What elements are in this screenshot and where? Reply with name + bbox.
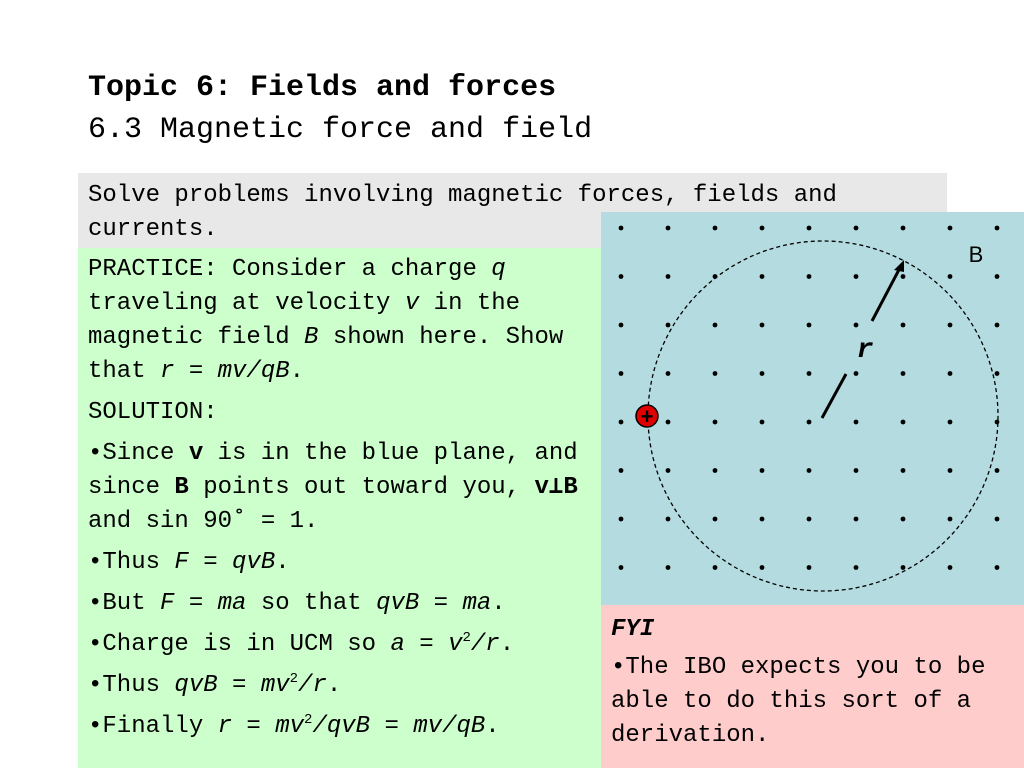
field-dot	[712, 565, 718, 570]
field-dot	[712, 225, 718, 231]
field-dot	[759, 322, 765, 328]
field-dot	[994, 274, 1000, 279]
field-dot	[900, 371, 906, 376]
practice-panel: PRACTICE: Consider a charge q traveling …	[78, 248, 601, 768]
solution-step-3: •But F = ma so that qvB = ma.	[88, 590, 506, 617]
charge-icon	[635, 404, 659, 428]
field-dot	[900, 419, 906, 425]
field-dot	[853, 419, 859, 425]
radius-line-upper	[870, 263, 904, 322]
field-dot	[665, 419, 671, 425]
field-dot	[665, 565, 671, 570]
field-dot	[665, 322, 671, 328]
field-dot	[618, 419, 624, 425]
field-dot	[947, 565, 953, 570]
objective-text: Solve problems involving magnetic forces…	[88, 182, 837, 243]
field-dot	[665, 274, 671, 279]
field-dot	[618, 274, 624, 279]
field-dot	[994, 225, 1000, 231]
field-dot	[618, 468, 624, 473]
field-dot	[994, 322, 1000, 328]
field-dot	[806, 419, 812, 425]
field-dot	[712, 419, 718, 425]
radius-arrowhead-icon	[894, 260, 904, 272]
solution-step-6: •Finally r = mv2/qvB = mv/qB.	[88, 712, 500, 740]
solution-step-4: •Charge is in UCM so a = v2/r.	[88, 630, 515, 658]
field-dot	[806, 371, 812, 376]
practice-prompt: PRACTICE: Consider a charge q traveling …	[88, 256, 564, 385]
field-dot	[618, 516, 624, 522]
fyi-heading: FYI	[611, 616, 655, 643]
radius-line-lower	[820, 373, 848, 419]
field-dot	[712, 322, 718, 328]
field-dot	[759, 371, 765, 376]
radius-label: r	[857, 335, 874, 366]
field-dot	[947, 468, 953, 473]
field-dot	[712, 371, 718, 376]
field-dot	[853, 371, 859, 376]
field-dot	[712, 516, 718, 522]
field-dot	[853, 274, 859, 279]
charge-symbol: +	[641, 404, 654, 429]
field-dot	[806, 274, 812, 279]
field-dot	[618, 371, 624, 376]
fyi-panel: FYI •The IBO expects you to be able to d…	[601, 605, 1024, 768]
field-dot	[853, 468, 859, 473]
field-dot	[806, 516, 812, 522]
field-dot	[806, 225, 812, 231]
slide-title: Topic 6: Fields and forces	[88, 71, 557, 105]
field-dot	[618, 225, 624, 231]
field-dot-grid	[618, 225, 1000, 570]
field-label: B	[969, 242, 984, 267]
field-dot	[853, 322, 859, 328]
solution-step-2: •Thus F = qvB.	[88, 549, 290, 576]
field-dot	[759, 419, 765, 425]
field-dot	[900, 565, 906, 570]
field-dot	[665, 225, 671, 231]
field-dot	[853, 565, 859, 570]
field-dot	[900, 274, 906, 279]
field-dot	[759, 565, 765, 570]
field-dot	[994, 468, 1000, 473]
magnetic-field-diagram: r B +	[601, 212, 1024, 605]
field-dot	[759, 274, 765, 279]
field-dot	[994, 371, 1000, 376]
field-dot	[994, 565, 1000, 570]
field-dot	[853, 225, 859, 231]
field-dot	[900, 322, 906, 328]
field-dot	[947, 274, 953, 279]
field-dot	[994, 516, 1000, 522]
field-dot	[759, 516, 765, 522]
field-dot	[947, 516, 953, 522]
field-dot	[759, 468, 765, 473]
solution-label: SOLUTION:	[88, 399, 218, 426]
field-dot	[618, 565, 624, 570]
field-dot	[665, 516, 671, 522]
field-dot	[853, 516, 859, 522]
field-dot	[759, 225, 765, 231]
slide-subtitle: 6.3 Magnetic force and field	[88, 113, 593, 147]
field-dot	[806, 468, 812, 473]
field-dot	[947, 322, 953, 328]
field-dot	[712, 468, 718, 473]
fyi-text: •The IBO expects you to be able to do th…	[611, 654, 986, 749]
field-diagram-svg: r B +	[618, 225, 1000, 592]
objective-box: Solve problems involving magnetic forces…	[78, 173, 947, 248]
field-dot	[947, 371, 953, 376]
field-dot	[618, 322, 624, 328]
field-dot	[900, 516, 906, 522]
field-dot	[947, 225, 953, 231]
field-dot	[900, 468, 906, 473]
field-dot	[806, 322, 812, 328]
solution-step-5: •Thus qvB = mv2/r.	[88, 671, 342, 699]
field-dot	[665, 371, 671, 376]
field-dot	[665, 468, 671, 473]
solution-step-1: •Since v is in the blue plane, and since…	[88, 440, 578, 535]
field-dot	[806, 565, 812, 570]
field-dot	[947, 419, 953, 425]
field-dot	[994, 419, 1000, 425]
field-dot	[900, 225, 906, 231]
